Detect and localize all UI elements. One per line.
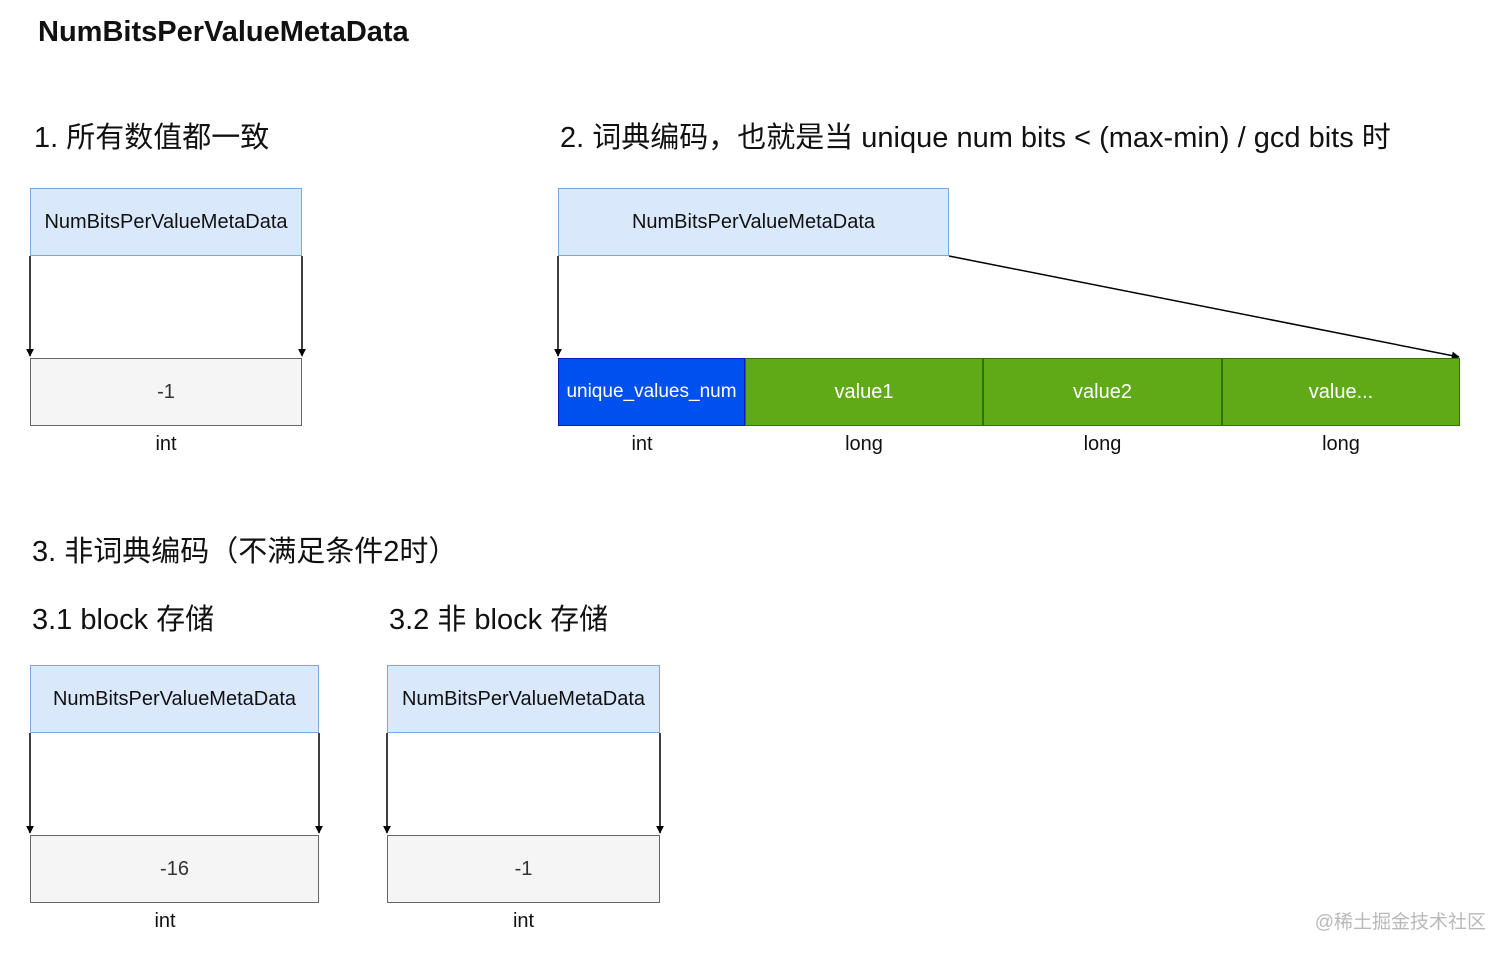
value2-cell: value2: [983, 358, 1222, 426]
diagram-title: NumBitsPerValueMetaData: [38, 16, 409, 48]
unique-values-num-type: int: [631, 433, 653, 455]
section3-1-heading: 3.1 block 存储: [32, 604, 215, 636]
section1-value-cell: -1: [30, 358, 302, 426]
watermark-text: @稀土掘金技术社区: [1314, 912, 1486, 933]
section3-1-meta-box: NumBitsPerValueMetaData: [30, 665, 319, 733]
section3-1-value-cell: -16: [30, 835, 319, 903]
section3-2-heading: 3.2 非 block 存储: [389, 604, 609, 636]
section3-1-type-label: int: [154, 910, 176, 932]
section2-meta-box: NumBitsPerValueMetaData: [558, 188, 949, 256]
value2-type: long: [1083, 433, 1122, 455]
value-more-type: long: [1322, 433, 1360, 455]
section1-heading: 1. 所有数值都一致: [34, 122, 270, 154]
section3-heading: 3. 非词典编码（不满足条件2时）: [32, 536, 458, 568]
s2-right-arrow: [948, 255, 1460, 360]
section1-type-label: int: [155, 433, 177, 455]
value-more-cell: value...: [1222, 358, 1460, 426]
section3-2-type-label: int: [512, 910, 535, 932]
value1-cell: value1: [745, 358, 983, 426]
value1-type: long: [845, 433, 883, 455]
unique-values-num-cell: unique_values_num: [558, 358, 745, 426]
section2-heading: 2. 词典编码，也就是当 unique num bits < (max-min)…: [560, 122, 1391, 154]
section3-2-meta-box: NumBitsPerValueMetaData: [387, 665, 660, 733]
section3-2-value-cell: -1: [387, 835, 660, 903]
section1-meta-box: NumBitsPerValueMetaData: [30, 188, 302, 256]
